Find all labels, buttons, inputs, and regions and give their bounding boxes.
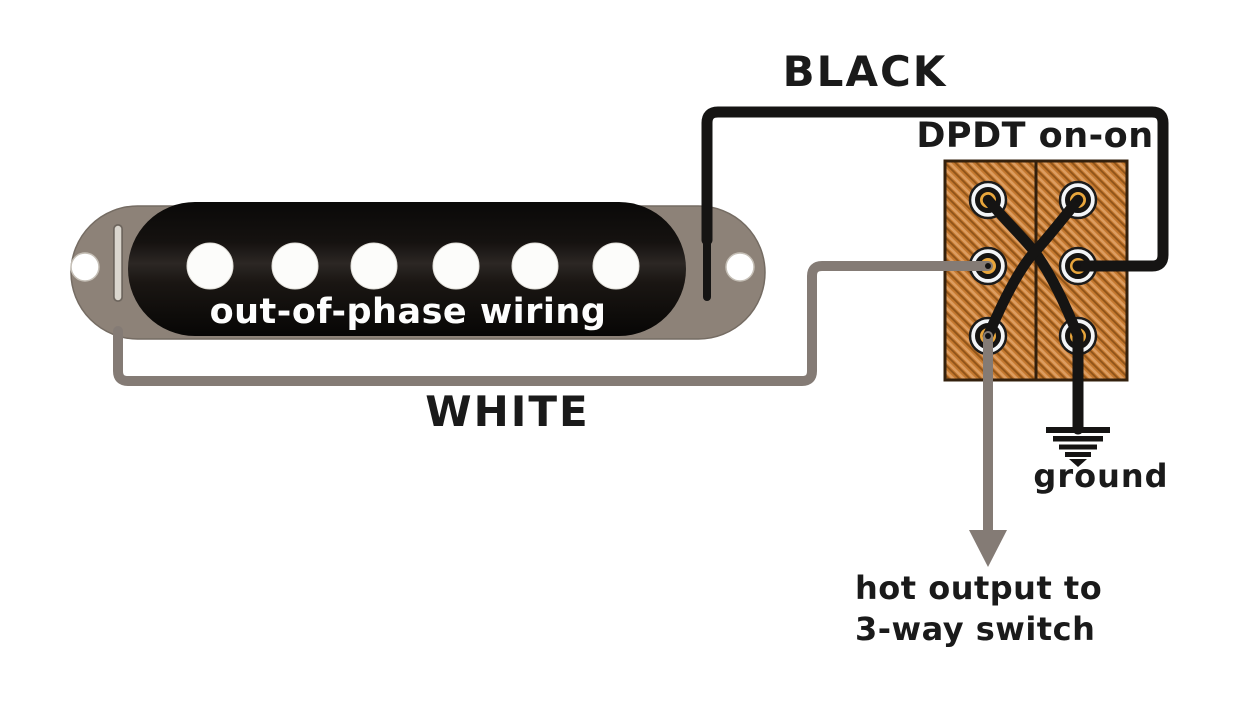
- mounting-hole-left: [70, 252, 100, 282]
- pole-piece: [511, 242, 559, 290]
- black-wire: [701, 106, 1169, 272]
- white-wire: [113, 261, 993, 386]
- switch-label: DPDT on-on: [916, 116, 1154, 156]
- pole-piece: [592, 242, 640, 290]
- black-wire-label: BLACK: [782, 47, 948, 96]
- pole-piece: [271, 242, 319, 290]
- ground-icon: [1046, 427, 1110, 467]
- mounting-hole-right: [725, 252, 755, 282]
- hot-output-label: hot output to 3-way switch: [855, 568, 1145, 650]
- pickup-cover: [128, 202, 686, 336]
- lug-middle-left: [968, 246, 1008, 286]
- pole-piece: [350, 242, 398, 290]
- phase-jumper-tr-bl: [982, 194, 1084, 342]
- ground-label: ground: [1033, 457, 1169, 495]
- hot-output-label-line1: hot output to: [855, 569, 1103, 607]
- pole-piece: [432, 242, 480, 290]
- pole-piece: [186, 242, 234, 290]
- pickup: [70, 202, 766, 340]
- lug-solder-dots: [985, 197, 1081, 339]
- arrow-down-icon: [969, 530, 1007, 567]
- hot-output-label-line2: 3-way switch: [855, 610, 1096, 648]
- pickup-label: out-of-phase wiring: [209, 292, 607, 332]
- pole-pieces: [186, 242, 640, 290]
- white-wire-label: WHITE: [425, 387, 590, 436]
